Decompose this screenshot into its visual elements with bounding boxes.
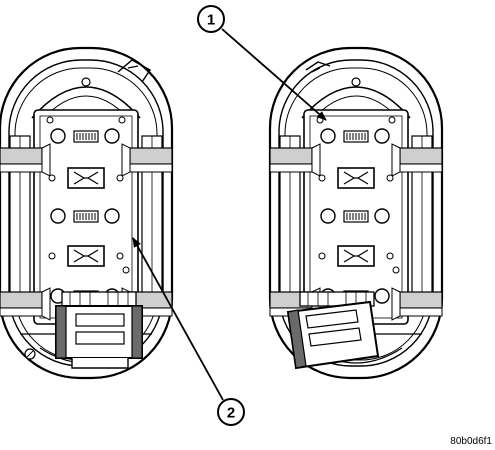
left-switch-assembly [0,46,174,380]
callout-1-label: 1 [207,12,215,29]
callout-2: 2 [132,237,245,426]
callout-2-leader [132,237,224,401]
callout-1-circle [197,5,225,33]
right-wire-connector [287,291,379,369]
callout-1-leader [221,28,327,121]
callout-2-circle [217,398,245,426]
left-wire-connector [55,291,143,369]
left-retaining-tab [117,59,152,83]
callout-1: 1 [197,5,327,121]
figure-code: 80b0d6f1 [450,436,492,447]
right-switch-assembly [268,46,444,380]
right-retaining-tab [305,61,331,71]
callout-2-label: 2 [227,405,235,422]
